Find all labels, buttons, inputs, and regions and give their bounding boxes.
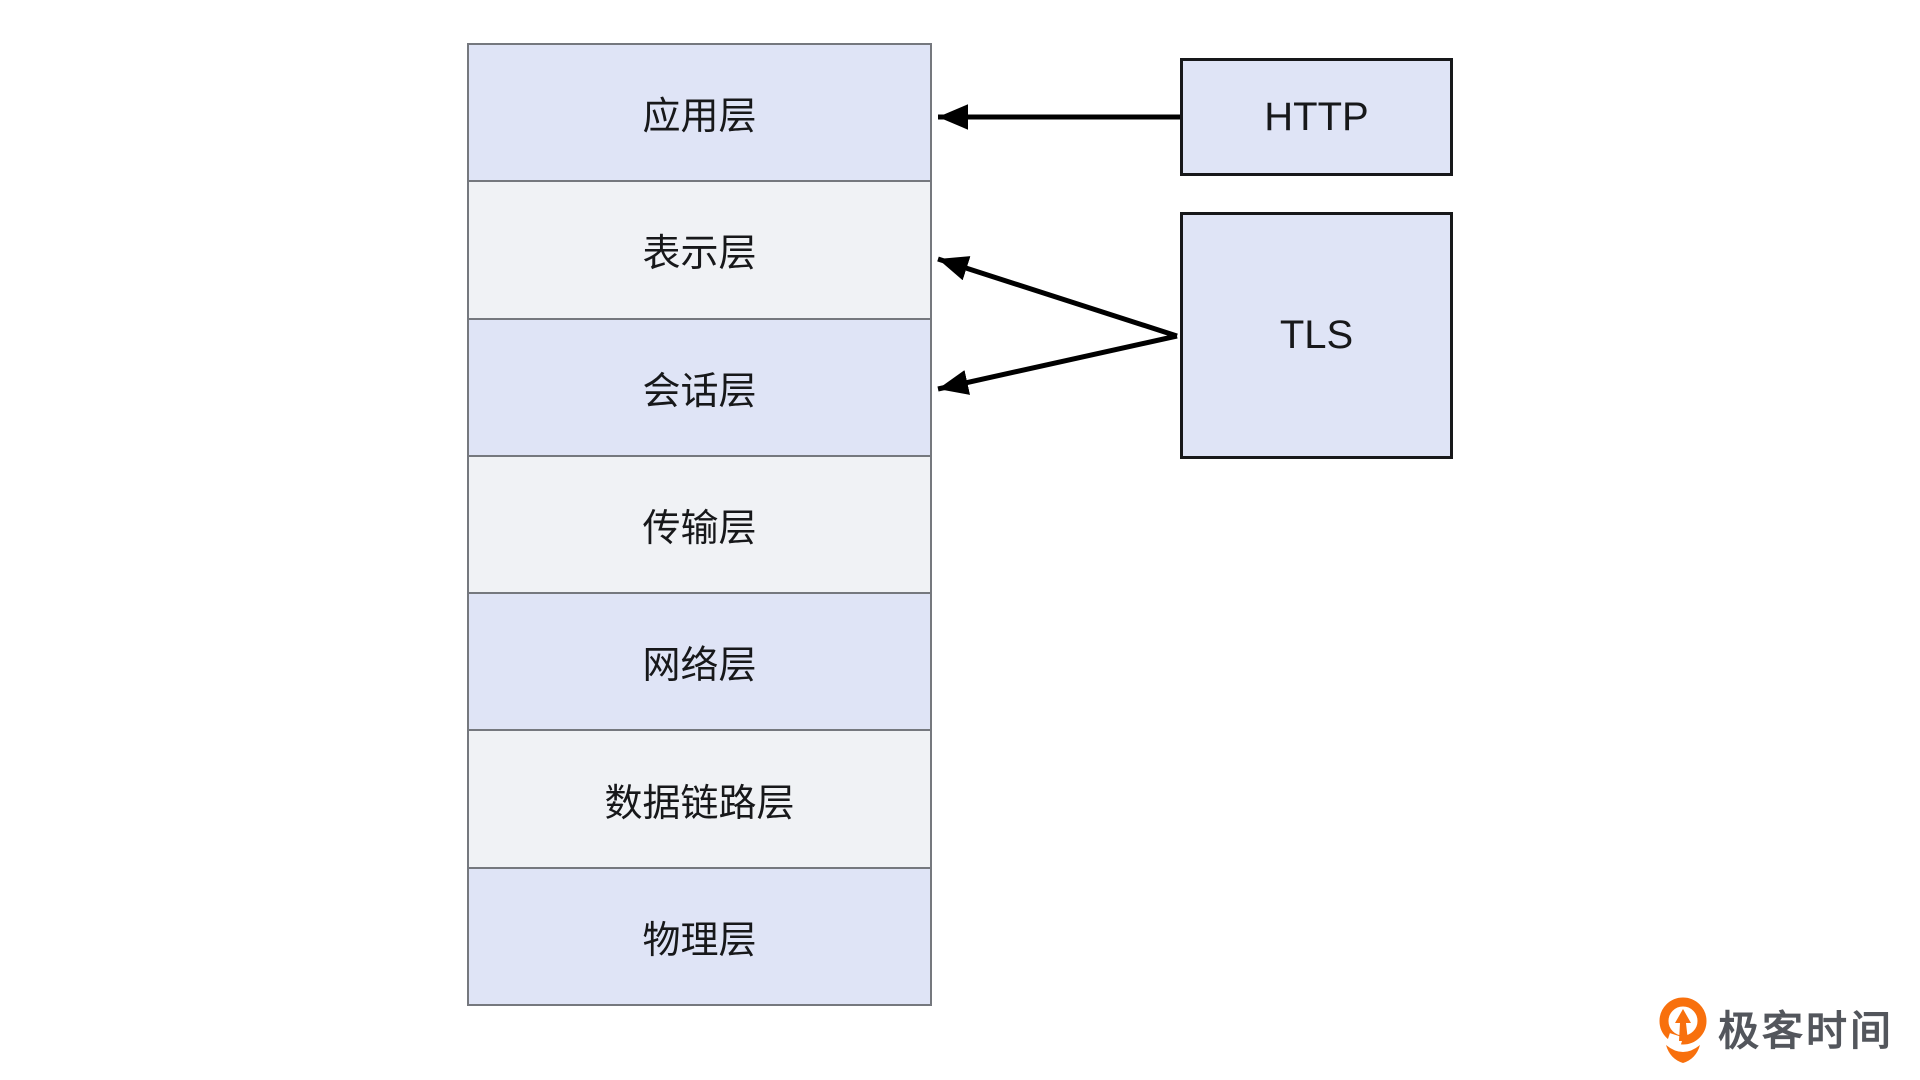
layer-label: 网络层 [642,645,757,688]
layer-row-application: 应用层 [469,45,930,181]
layer-label: 表示层 [642,233,757,276]
layer-label: 会话层 [642,370,757,413]
layer-label: 应用层 [642,96,757,139]
geektime-logo: 极客时间 [1658,997,1894,1065]
osi-layer-stack: 应用层 表示层 会话层 传输层 网络层 数据链路层 物理层 [467,43,932,1006]
tls-label: TLS [1279,313,1354,357]
layer-row-transport: 传输层 [469,454,930,593]
arrow-tls-to-presentation [937,256,1178,339]
layer-row-physical: 物理层 [469,866,930,1004]
tls-box: TLS [1180,212,1453,459]
layer-label: 物理层 [642,919,757,962]
layer-row-session: 会话层 [469,317,930,455]
http-box: HTTP [1180,58,1453,176]
geektime-icon [1659,997,1707,1063]
layer-label: 数据链路层 [604,782,795,825]
layer-row-network: 网络层 [469,592,930,730]
layer-row-datalink: 数据链路层 [469,729,930,867]
geektime-logo-text: 极客时间 [1718,1008,1894,1054]
layer-row-presentation: 表示层 [469,180,930,318]
layer-label: 传输层 [642,507,757,550]
http-label: HTTP [1264,94,1369,139]
arrow-tls-to-session [937,333,1178,395]
